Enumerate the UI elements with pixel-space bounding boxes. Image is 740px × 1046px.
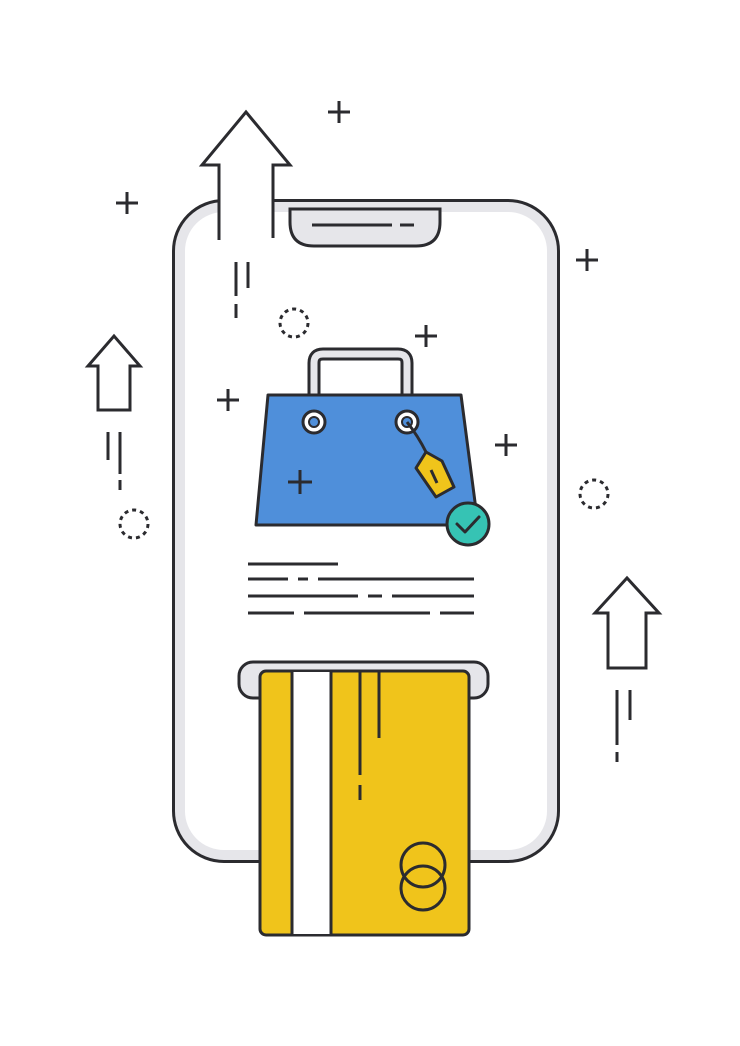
price-tag-icon: [405, 421, 456, 499]
card-logo-circle-top: [399, 841, 447, 889]
arrow-up-icon: [591, 575, 663, 762]
card-stripe: [292, 672, 331, 934]
credit-card-icon: [258, 669, 471, 937]
plus-sparkle-icon: [116, 101, 598, 456]
arrow-up-icon: [198, 109, 294, 318]
bag-body: [254, 393, 480, 527]
card-logo-circle-bottom: [399, 864, 447, 912]
dotted-circle-icon: [118, 307, 610, 540]
arrow-up-icon: [84, 333, 144, 490]
screen-text-lines: [248, 562, 474, 615]
phone-notch: [288, 207, 442, 248]
check-badge-icon: [445, 501, 491, 547]
shopping-bag-icon: [254, 347, 480, 527]
